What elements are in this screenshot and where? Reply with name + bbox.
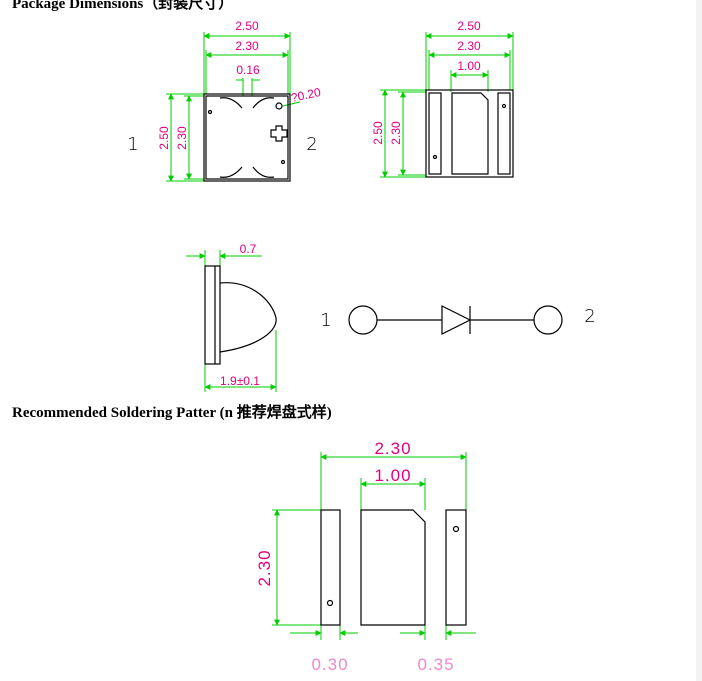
bottom-height-label: 2.50 <box>371 121 385 145</box>
soldering-side-pad-label: 0.30 <box>311 655 348 674</box>
top-view-dimension-lines <box>166 32 301 182</box>
side-view: 0.7 1.9±0.1 <box>186 242 277 392</box>
soldering-dimension-lines <box>272 452 476 640</box>
top-width-label: 2.50 <box>235 19 259 33</box>
soldering-total-width-label: 2.30 <box>374 439 411 458</box>
soldering-height-label: 2.30 <box>255 549 274 586</box>
side-view-dimension-lines <box>186 250 277 392</box>
left-pad <box>320 509 341 626</box>
soldering-pads <box>320 509 467 626</box>
top-gap-label: 0.16 <box>236 63 260 77</box>
symbol-pin2-label: 2 <box>584 306 595 327</box>
top-pin1-label: 1 <box>127 134 138 155</box>
side-height-label: 1.9±0.1 <box>220 374 260 388</box>
bottom-view-package-outline <box>425 89 514 178</box>
top-inner-height-label: 2.30 <box>175 126 189 150</box>
soldering-center-pad-label: 1.00 <box>374 466 411 485</box>
soldering-gap-label: 0.35 <box>417 655 454 674</box>
bottom-view-dimension-lines <box>380 32 514 178</box>
side-base-label: 0.7 <box>240 242 257 256</box>
soldering-pattern-heading: Recommended Soldering Patter (n 推荐焊盘式样) <box>12 405 332 421</box>
bottom-inner-width-label: 2.30 <box>457 39 481 53</box>
bottom-width-label: 2.50 <box>457 19 481 33</box>
side-view-outline <box>204 265 277 365</box>
center-pad <box>360 509 426 626</box>
bottom-view: 2.50 2.30 1.00 2.50 2.30 <box>371 19 514 178</box>
top-inner-width-label: 2.30 <box>235 39 259 53</box>
top-view: 2.50 2.30 0.16 ?0.20 2.50 2.30 1 2 <box>127 19 323 182</box>
top-height-label: 2.50 <box>157 126 171 150</box>
bottom-inner-height-label: 2.30 <box>389 121 403 145</box>
top-pin2-label: 2 <box>306 134 317 155</box>
top-view-package-outline <box>203 93 291 182</box>
hole-diameter-label: ?0.20 <box>290 85 323 105</box>
diode-symbol: 1 2 <box>320 305 596 335</box>
bottom-pad-width-label: 1.00 <box>457 59 481 73</box>
symbol-pin1-label: 1 <box>320 310 331 331</box>
page-edge <box>696 0 702 681</box>
soldering-pattern: 2.30 1.00 2.30 0.30 0.35 <box>255 439 476 674</box>
package-dimensions-heading: Package Dimensions（封装尺寸） <box>12 0 234 12</box>
right-pad <box>445 509 467 626</box>
